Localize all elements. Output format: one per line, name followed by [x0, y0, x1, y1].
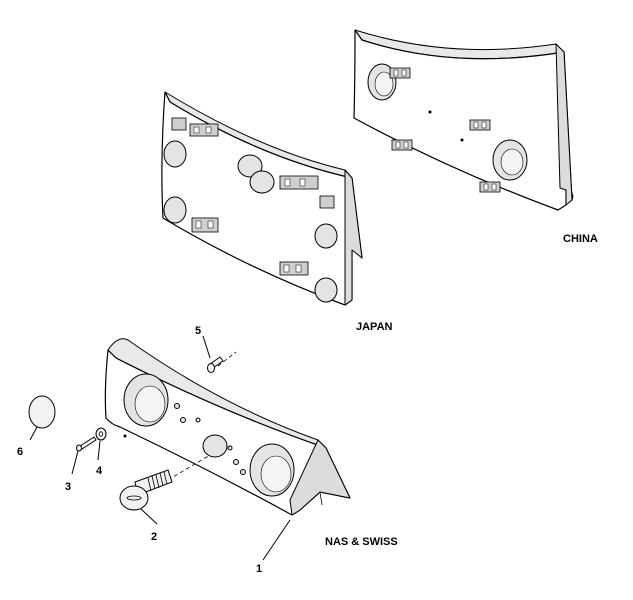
callout-1: 1: [256, 563, 262, 575]
callout-4: 4: [96, 465, 103, 477]
mounting-slot: [171, 117, 219, 137]
callout-5: 5: [195, 325, 201, 337]
mounting-slot: [191, 217, 219, 233]
variant-label-nas-swiss: NAS & SWISS: [325, 536, 398, 548]
mounting-slot: [279, 175, 319, 190]
variant-label-china: CHINA: [563, 233, 598, 245]
japan-plate: [161, 91, 363, 306]
lamp-hole: [314, 277, 338, 303]
lamp-hole: [314, 223, 338, 249]
mounting-slot: [469, 119, 491, 131]
mounting-slot: [389, 67, 411, 79]
mounting-slot: [479, 181, 501, 193]
center-hole: [202, 434, 228, 458]
lamp-hole: [237, 154, 263, 178]
callout-3: 3: [65, 481, 71, 493]
callout-2: 2: [151, 531, 157, 543]
plug-cap-part-6: [28, 395, 56, 429]
nas-swiss-plate: [104, 338, 351, 516]
washer-part-4: [95, 427, 107, 441]
variant-label-japan: JAPAN: [356, 321, 393, 333]
lamp-hole: [163, 140, 187, 168]
mounting-slot: [319, 195, 335, 209]
china-plate: [353, 29, 574, 211]
mounting-slot: [391, 139, 413, 151]
stud-part-2: [119, 454, 211, 511]
mounting-slot: [279, 261, 309, 276]
callout-6: 6: [17, 446, 23, 458]
screw-part-3: [76, 436, 97, 452]
screw-part-5: [207, 351, 237, 373]
lamp-hole: [163, 196, 187, 224]
lamp-hole: [249, 170, 275, 194]
